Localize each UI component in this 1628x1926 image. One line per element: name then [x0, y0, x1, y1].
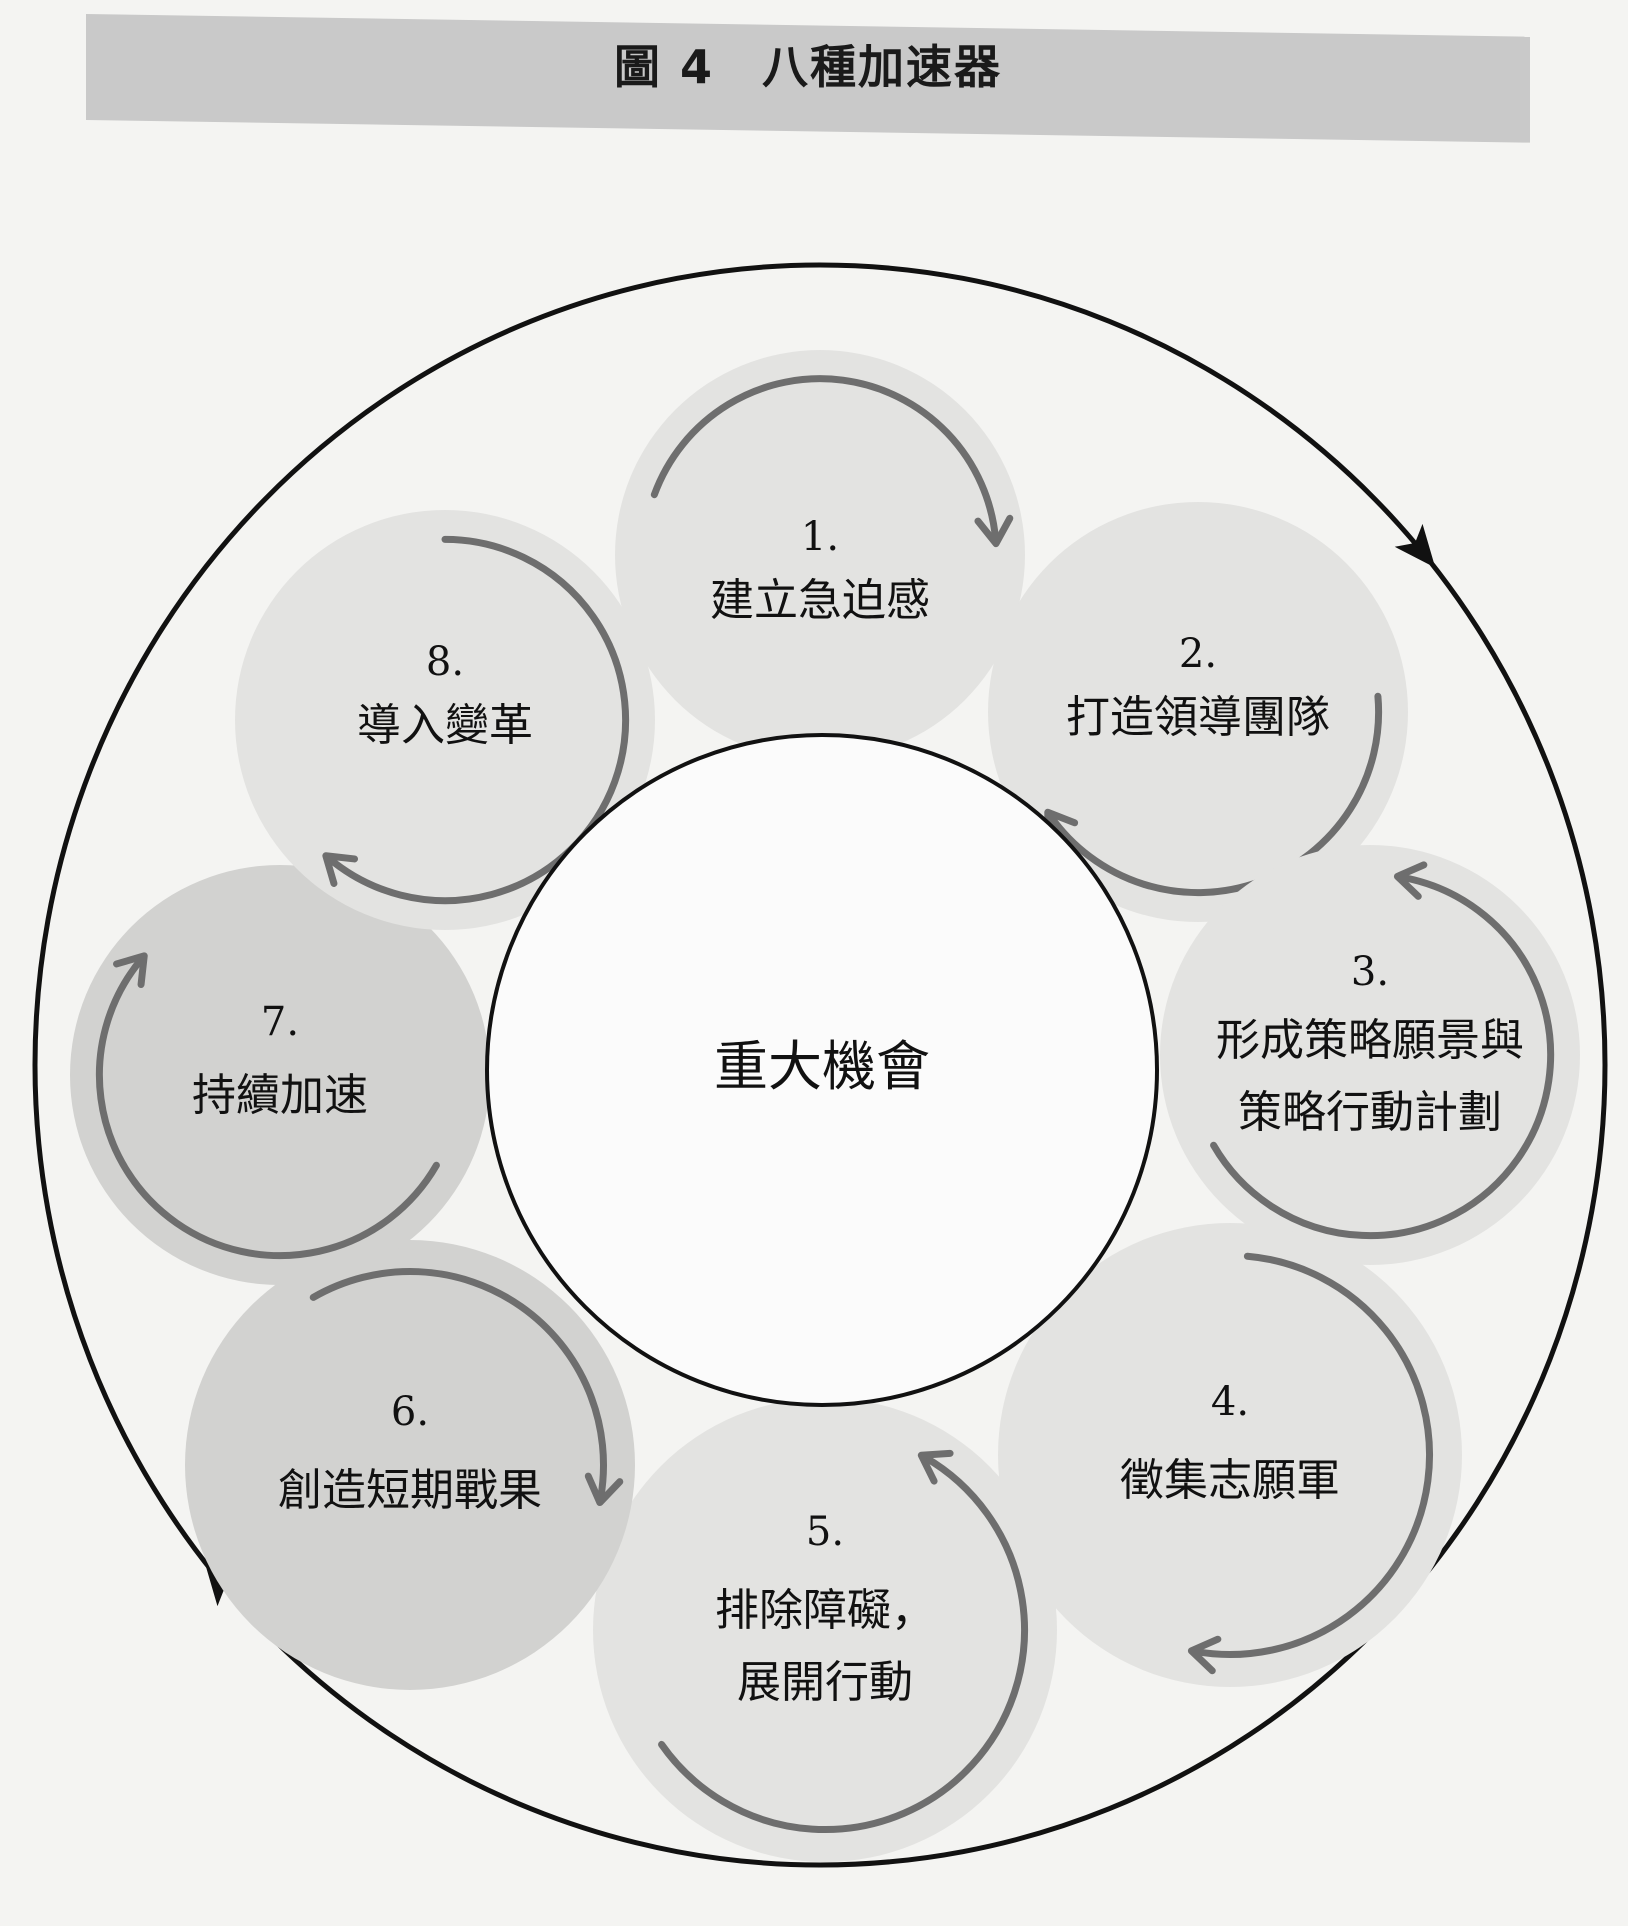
- accelerator-3-bubble: [1160, 845, 1580, 1265]
- accelerator-3-label-line-1: 形成策略願景與: [1216, 1015, 1524, 1066]
- accelerator-6-bubble: [185, 1240, 635, 1690]
- accelerator-1-label-line-1: 建立急迫感: [710, 575, 930, 626]
- center-circle: [485, 733, 1159, 1407]
- accelerator-5-label-line-2: 展開行動: [737, 1657, 913, 1708]
- figure-title: 圖 4 八種加速器: [613, 40, 1003, 94]
- accelerator-4-number: 4.: [1211, 1379, 1249, 1425]
- accelerator-3-arrowhead-icon: [1393, 861, 1428, 900]
- accelerator-5: 5. 排除障礙， 展開行動: [593, 1398, 1057, 1862]
- accelerator-7-number: 7.: [261, 999, 299, 1045]
- accelerator-7-bubble: [70, 865, 490, 1285]
- center-label: 重大機會: [714, 1035, 930, 1098]
- accelerator-6-number: 6.: [391, 1389, 429, 1435]
- accelerator-5-bubble: [593, 1398, 1057, 1862]
- accelerator-5-label-line-1: 排除障礙，: [715, 1585, 935, 1636]
- accelerator-6-label-line-1: 創造短期戰果: [278, 1465, 542, 1516]
- accelerator-4-cycle-arrow: [1191, 1252, 1433, 1659]
- accelerator-4-label-line-1: 徵集志願軍: [1120, 1455, 1340, 1506]
- accelerator-8-number: 8.: [426, 639, 464, 685]
- accelerator-4: 4. 徵集志願軍: [998, 1223, 1462, 1687]
- accelerator-8-bubble: [235, 510, 655, 930]
- accelerator-8-arrowhead-icon: [322, 852, 359, 887]
- outer-cycle-ring: [32, 262, 1608, 1868]
- accelerator-2-bubble: [988, 502, 1408, 922]
- accelerator-7-cycle-arrow: [95, 955, 440, 1260]
- accelerator-2-label-line-1: 打造領導團隊: [1066, 692, 1330, 743]
- accelerator-8-cycle-arrow: [325, 535, 630, 905]
- ring-arrowhead-right-icon: [1394, 523, 1436, 568]
- accelerator-6-arrowhead-icon: [584, 1472, 624, 1507]
- accelerator-3-number: 3.: [1351, 949, 1389, 995]
- accelerator-1-arrowhead-icon: [974, 514, 1014, 548]
- accelerator-3-cycle-arrow: [1210, 873, 1555, 1240]
- accelerator-4-arrowhead-icon: [1187, 1635, 1222, 1675]
- accelerator-5-number: 5.: [806, 1509, 844, 1555]
- accelerator-2-number: 2.: [1179, 631, 1217, 677]
- accelerator-3-label-line-2: 策略行動計劃: [1238, 1087, 1502, 1138]
- accelerator-1-number: 1.: [801, 514, 839, 560]
- accelerator-5-cycle-arrow: [658, 1453, 1029, 1833]
- accelerator-5-arrowhead-icon: [917, 1449, 954, 1485]
- accelerator-4-bubble: [998, 1223, 1462, 1687]
- accelerator-8: 8. 導入變革: [235, 510, 655, 930]
- accelerator-1-cycle-arrow: [650, 375, 1000, 544]
- accelerator-1-bubble: [615, 350, 1025, 760]
- accelerator-7-arrowhead-icon: [113, 952, 148, 989]
- accelerator-7-label-line-1: 持續加速: [192, 1070, 368, 1121]
- accelerator-8-label-line-1: 導入變革: [357, 700, 533, 751]
- accelerator-6-cycle-arrow: [309, 1268, 607, 1503]
- accelerator-1: 1. 建立急迫感: [615, 350, 1025, 760]
- accelerator-6: 6. 創造短期戰果: [185, 1240, 635, 1690]
- accelerator-7: 7. 持續加速: [70, 865, 490, 1285]
